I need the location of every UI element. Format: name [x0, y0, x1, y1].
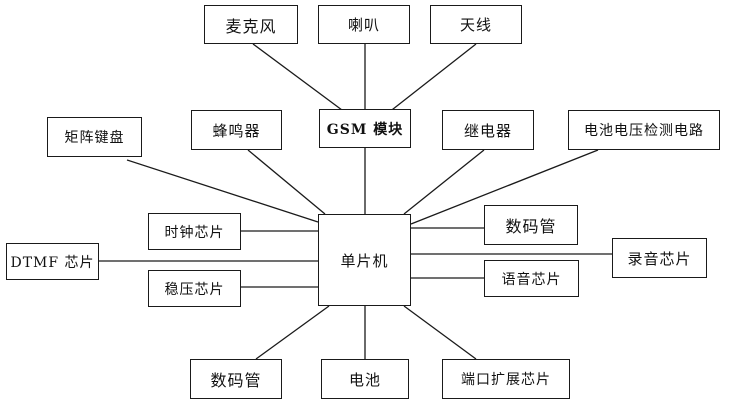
digit-tube-right-label: 数码管: [505, 217, 557, 236]
voice-chip-box: 语音芯片: [484, 260, 579, 297]
speaker-label: 喇叭: [347, 16, 380, 34]
regulator-chip-label: 稳压芯片: [164, 281, 225, 298]
link-port-expander-mcu: [403, 305, 477, 360]
relay-box: 继电器: [442, 110, 534, 150]
digit-tube-right-box: 数码管: [484, 205, 578, 245]
link-battery-voltage-mcu: [410, 149, 599, 225]
digit-tube-bottom-label: 数码管: [210, 371, 262, 390]
battery-label: 电池: [348, 370, 381, 389]
dtmf-chip-box: DTMF 芯片: [6, 243, 99, 280]
link-keypad-mcu: [126, 159, 319, 223]
microphone-box: 麦克风: [204, 5, 298, 44]
port-expander-box: 端口扩展芯片: [442, 359, 570, 399]
antenna-label: 天线: [459, 16, 492, 34]
antenna-box: 天线: [430, 5, 522, 44]
dtmf-chip-label: DTMF 芯片: [10, 254, 95, 271]
link-digit-tube-bottom-mcu: [255, 305, 330, 360]
mcu-label: 单片机: [340, 251, 389, 270]
mcu-box: 单片机: [318, 214, 411, 306]
link-buzzer-mcu: [247, 149, 326, 215]
battery-voltage-box: 电池电压检测电路: [568, 110, 720, 150]
battery-box: 电池: [321, 359, 409, 399]
link-relay-mcu: [403, 149, 485, 215]
speaker-box: 喇叭: [318, 5, 410, 44]
voice-chip-label: 语音芯片: [501, 271, 562, 288]
clock-chip-box: 时钟芯片: [148, 213, 241, 250]
microphone-label: 麦克风: [225, 16, 277, 36]
keypad-label: 矩阵键盘: [64, 130, 125, 146]
link-microphone-gsm: [252, 43, 347, 114]
buzzer-label: 蜂鸣器: [212, 121, 261, 140]
battery-voltage-label: 电池电压检测电路: [584, 123, 704, 139]
gsm-module-label: GSM 模块: [326, 121, 404, 138]
recording-chip-label: 录音芯片: [627, 249, 692, 268]
keypad-box: 矩阵键盘: [47, 117, 142, 157]
clock-chip-label: 时钟芯片: [164, 224, 225, 241]
port-expander-label: 端口扩展芯片: [461, 372, 551, 388]
recording-chip-box: 录音芯片: [612, 238, 707, 278]
link-antenna-gsm: [387, 43, 477, 114]
buzzer-box: 蜂鸣器: [191, 110, 282, 150]
digit-tube-bottom-box: 数码管: [190, 359, 282, 399]
gsm-module-box: GSM 模块: [319, 109, 411, 148]
relay-label: 继电器: [463, 121, 512, 140]
regulator-chip-box: 稳压芯片: [148, 270, 241, 307]
